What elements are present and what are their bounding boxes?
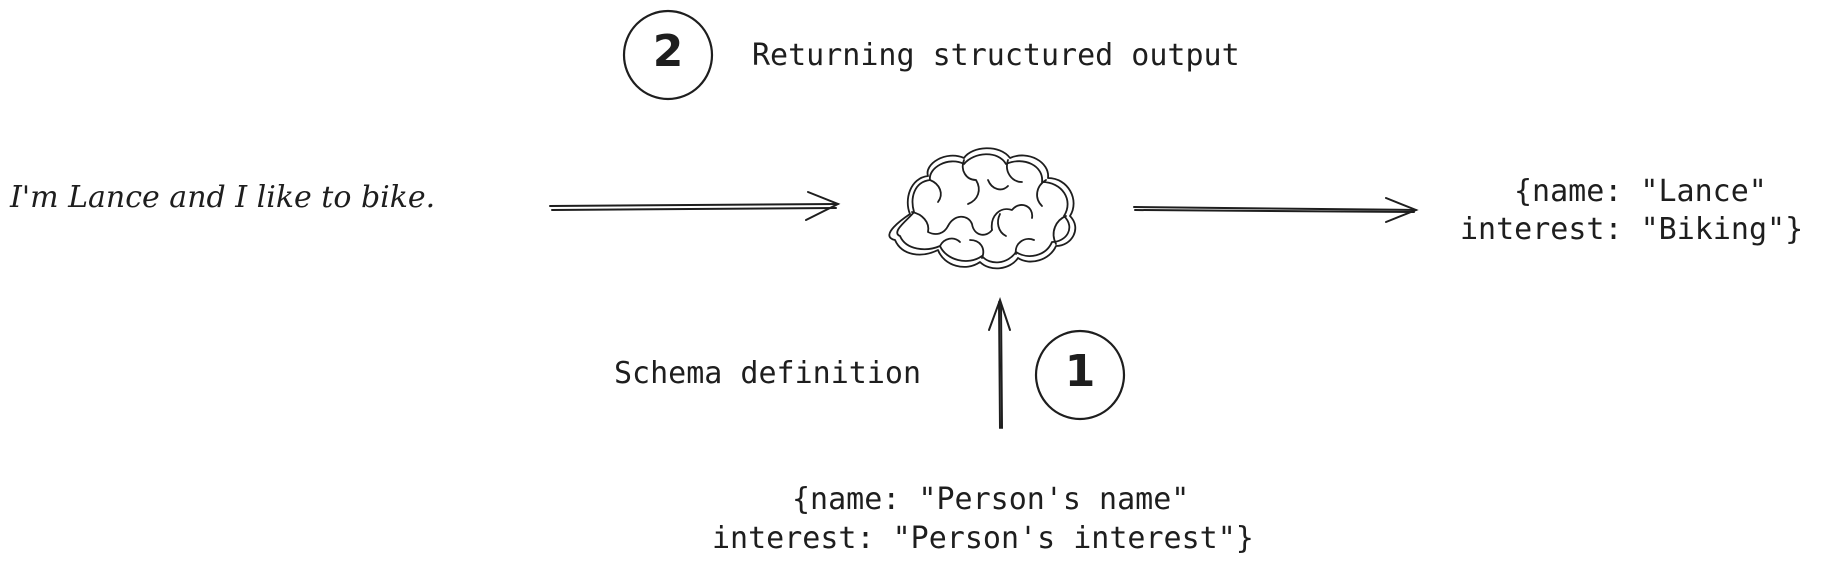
- step-one-number: 1: [1064, 346, 1096, 397]
- schema-arrow: [988, 296, 1011, 429]
- step-two-circle: [622, 9, 714, 101]
- step-two-number: 2: [652, 26, 684, 77]
- brain-icon: [888, 147, 1077, 270]
- output-arrow: [1133, 197, 1419, 223]
- output-line-2: interest: "Biking"}: [1460, 212, 1804, 247]
- input-arrow: [549, 191, 841, 221]
- input-sentence: I'm Lance and I like to bike.: [10, 180, 436, 215]
- schema-line-1: {name: "Person's name": [792, 482, 1190, 517]
- schema-line-2: interest: "Person's interest"}: [712, 521, 1254, 556]
- step-one-label: Schema definition: [614, 356, 922, 391]
- step-two-label: Returning structured output: [752, 38, 1240, 73]
- step-one-circle: [1034, 329, 1126, 421]
- output-line-1: {name: "Lance": [1514, 174, 1767, 209]
